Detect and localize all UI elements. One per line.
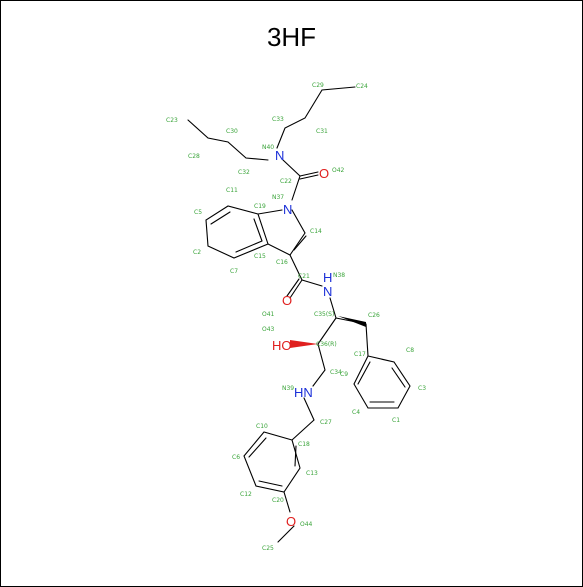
label-o42: O42 xyxy=(332,167,345,174)
label-c15: C15 xyxy=(254,253,266,260)
bond-c22-n37 xyxy=(291,175,301,201)
label-o43: O43 xyxy=(262,326,275,333)
atom-n39: HN xyxy=(294,385,313,400)
label-c29: C29 xyxy=(312,82,324,89)
bond-n38-c35 xyxy=(329,297,337,319)
label-c7: C7 xyxy=(230,268,238,275)
label-c22: C22 xyxy=(280,178,292,185)
label-c4: C4 xyxy=(352,409,360,416)
atom-n38: N xyxy=(323,284,332,299)
label-c5: C5 xyxy=(194,209,202,216)
bond-c35-c36 xyxy=(317,317,337,345)
bond-c16-c21 xyxy=(289,254,303,281)
atom-n40: N xyxy=(275,148,284,163)
label-c1: C1 xyxy=(392,417,400,424)
bond-indole-pyrrole xyxy=(257,209,306,256)
label-c8: C8 xyxy=(406,347,414,354)
label-c34: C34 xyxy=(330,369,342,376)
bond-indole-double xyxy=(293,235,307,251)
bond-phenyl-inner xyxy=(357,361,406,403)
bond-c26-c17 xyxy=(365,323,369,357)
bond-n40-c22 xyxy=(282,159,301,177)
atom-o42: O xyxy=(319,166,329,181)
label-c35s: C35(S) xyxy=(314,311,334,318)
atom-o43: HO xyxy=(272,338,292,353)
bond-benzo-ring xyxy=(205,205,269,259)
hetero-labels: N O N H N O HO HN O xyxy=(272,148,332,529)
label-c2: C2 xyxy=(193,249,201,256)
label-c18: C18 xyxy=(298,441,310,448)
label-n37: N37 xyxy=(272,194,284,201)
label-c30: C30 xyxy=(226,128,238,135)
bond-c21-o41 xyxy=(286,278,303,299)
label-c36r: C36(R) xyxy=(316,341,337,348)
atom-o44: O xyxy=(286,514,296,529)
label-c28: C28 xyxy=(188,153,200,160)
bond-phenyl-ring xyxy=(353,355,411,409)
label-c33: C33 xyxy=(272,116,284,123)
label-c23: C23 xyxy=(166,117,178,124)
label-c10: C10 xyxy=(256,423,268,430)
label-n38: N38 xyxy=(333,272,345,279)
label-c31: C31 xyxy=(316,128,328,135)
bond-chain-a xyxy=(276,86,356,149)
label-c6: C6 xyxy=(232,454,240,461)
label-n39: N39 xyxy=(282,385,294,392)
label-c27: C27 xyxy=(320,419,332,426)
bond-methoxy xyxy=(277,491,295,543)
bond-n39-c27 xyxy=(303,397,315,421)
label-c32: C32 xyxy=(238,169,250,176)
wedge-bond-c36 xyxy=(290,340,318,348)
wedge-bond-c35 xyxy=(338,316,366,327)
bond-c22-o42 xyxy=(299,171,319,180)
label-o44: O44 xyxy=(300,521,313,528)
label-c21: C21 xyxy=(298,273,310,280)
atom-n37: N xyxy=(283,202,292,217)
bond-c21-n38 xyxy=(301,279,323,287)
atom-index-labels: C29 C24 C33 C31 C23 C30 N40 C28 C32 C22 … xyxy=(166,82,426,552)
bond-benzo-inner xyxy=(210,211,263,253)
label-c26: C26 xyxy=(368,312,380,319)
label-n40: N40 xyxy=(262,144,274,151)
label-c9: C9 xyxy=(340,371,348,378)
bond-c27-c18 xyxy=(291,419,315,441)
label-o41: O41 xyxy=(262,311,275,318)
bond-c36-c34 xyxy=(312,343,326,387)
label-c12: C12 xyxy=(240,491,252,498)
molecule-title: 3HF xyxy=(266,22,317,52)
atom-o41: O xyxy=(282,293,292,308)
bond-lower-inner xyxy=(248,437,297,487)
label-c17: C17 xyxy=(354,351,366,358)
label-c11: C11 xyxy=(226,187,238,194)
label-c16: C16 xyxy=(276,259,288,266)
label-c19: C19 xyxy=(254,203,266,210)
bond-lines xyxy=(187,86,411,543)
label-c13: C13 xyxy=(306,470,318,477)
label-c20: C20 xyxy=(272,497,284,504)
bond-lower-ring xyxy=(243,431,301,493)
label-c25: C25 xyxy=(262,545,274,552)
label-c24: C24 xyxy=(356,83,368,90)
label-c14: C14 xyxy=(310,228,322,235)
label-c3: C3 xyxy=(418,385,426,392)
atom-n38-h: H xyxy=(323,270,332,285)
bond-chain-b xyxy=(187,119,269,161)
